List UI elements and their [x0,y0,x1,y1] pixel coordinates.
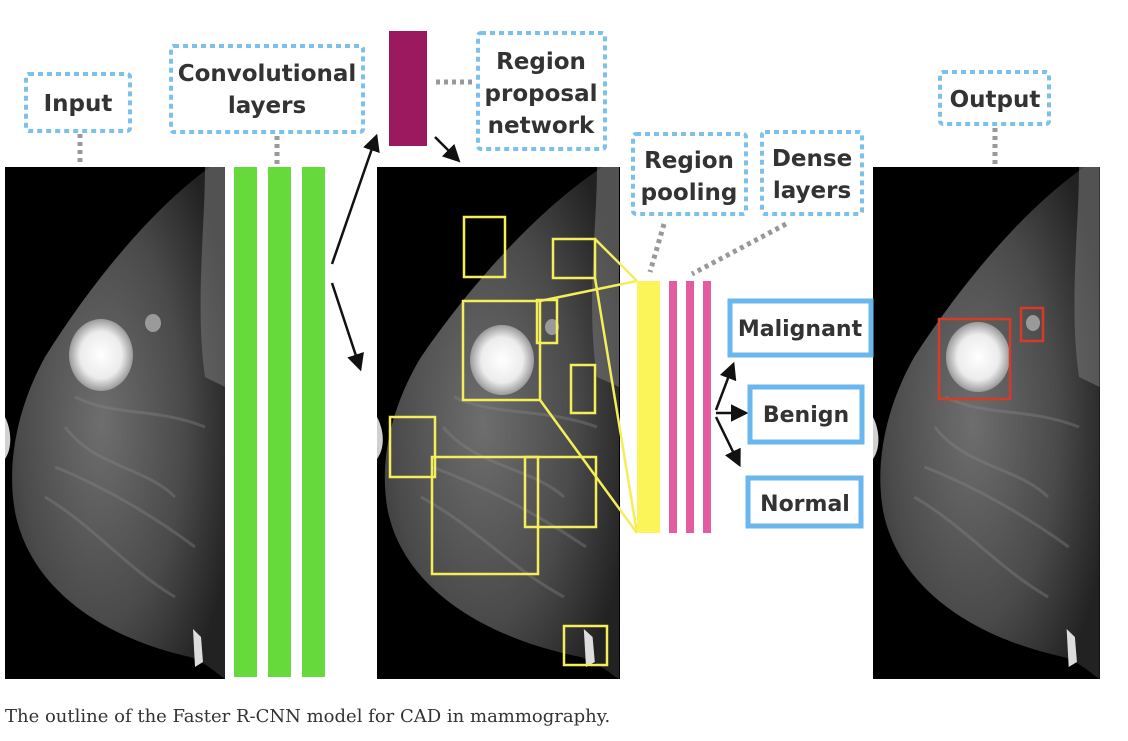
rpn-label-line1: Region [496,49,586,75]
proposal-box [388,415,437,479]
conv-label-line1: Convolutional [178,61,357,87]
dense-layer-1 [669,281,677,533]
class-normal-label: Normal [760,492,850,517]
class-benign: Benign [747,384,865,445]
dense-layer-3 [703,281,711,533]
detection-box [937,317,1012,401]
pooling-label-box: Region pooling [631,132,748,216]
proposal-box [462,215,507,279]
dense-label-line2: layers [773,178,851,204]
proposal-box [569,363,597,415]
dense-layer-2 [686,281,694,533]
proposal-box [562,624,609,667]
detection-box [1019,306,1045,343]
conv-layers [234,167,325,677]
proposal-box [551,237,597,280]
pooling-bar [637,281,660,533]
rpn-label-line3: network [488,113,595,139]
projection-lines [538,238,639,534]
flow-arrows [330,133,749,468]
rpn-block [389,31,427,146]
rpn-label-line2: proposal [485,81,598,107]
class-malignant-label: Malignant [738,317,863,342]
input-label-box: Input [24,72,132,133]
conv-layer-2 [268,167,291,677]
proposal-box [523,455,598,529]
dotted-connectors [77,79,998,277]
figure-caption: The outline of the Faster R-CNN model fo… [5,706,611,727]
conv-layer-1 [234,167,257,677]
output-label: Output [950,87,1041,113]
proposal-box [461,299,542,402]
class-normal: Normal [745,475,864,529]
dense-label-box: Dense layers [760,130,864,216]
class-malignant: Malignant [727,298,874,358]
conv-label-line2: layers [228,93,306,119]
feature-map-mammogram [375,165,621,681]
rpn-label-box: Region proposal network [476,31,607,151]
conv-layer-3 [302,167,325,677]
pooling-label-line2: pooling [641,180,738,206]
conv-label-box: Convolutional layers [169,44,365,134]
proposal-box [430,455,540,576]
pooling-label-line1: Region [644,148,734,174]
dense-label-line1: Dense [772,146,852,172]
input-label: Input [44,91,113,117]
output-detections [937,306,1045,401]
class-benign-label: Benign [763,403,849,428]
dense-layers [669,281,711,533]
output-label-box: Output [938,70,1051,126]
output-mammogram [871,165,1102,681]
input-mammogram [3,165,227,681]
